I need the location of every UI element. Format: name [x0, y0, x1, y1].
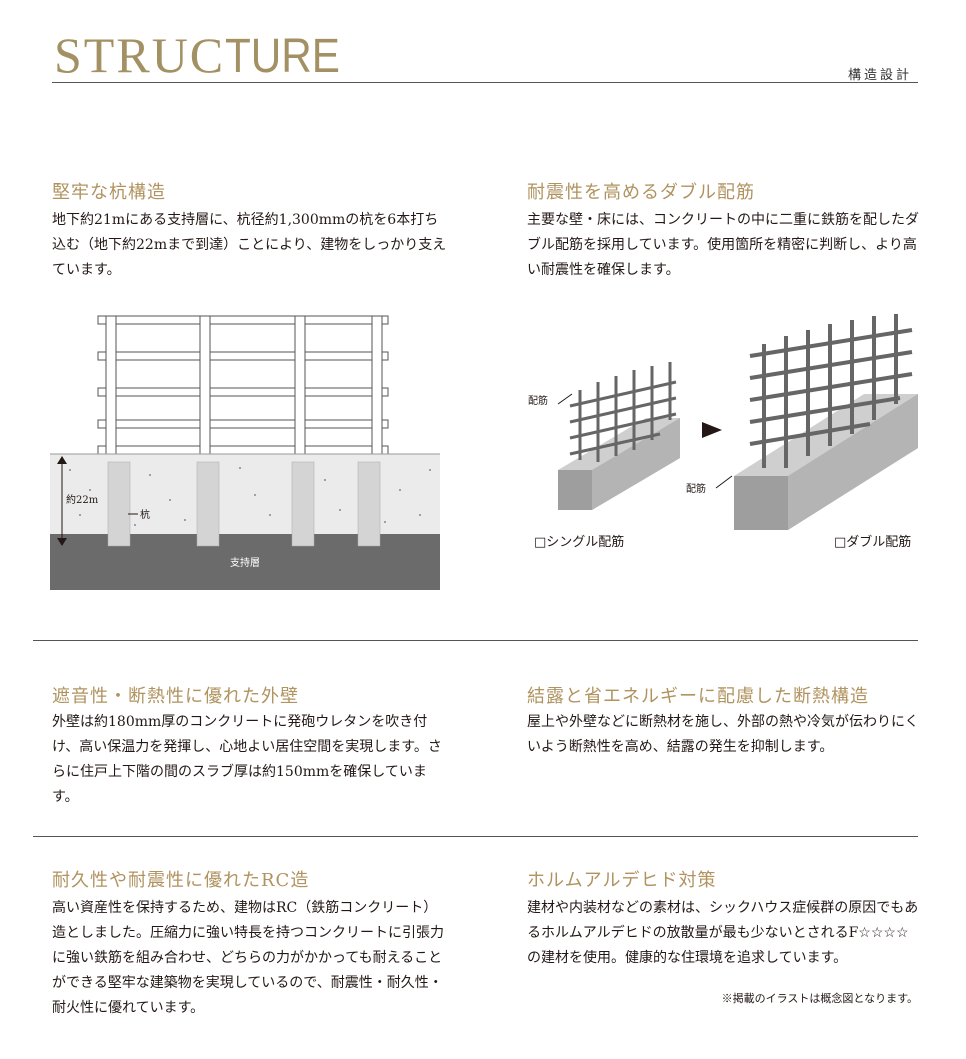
depth-label: 約22m	[66, 493, 99, 506]
section-heading-formaldehyde: ホルムアルデヒド対策	[527, 870, 717, 891]
section-heading-walls: 遮音性・断熱性に優れた外壁	[52, 686, 299, 707]
page-title-light: TURE	[225, 30, 341, 83]
header-rule	[52, 82, 918, 83]
pile-label: 杭	[140, 508, 150, 521]
bearing-layer-label: 支持層	[230, 556, 260, 569]
arrow-down-icon	[57, 538, 67, 546]
page-subtitle: 構造設計	[847, 68, 912, 83]
section-body-insulation: 屋上や外壁などに断熱材を施し、外部の熱や冷気が伝わりにくいよう断熱性を高め、結露…	[527, 714, 919, 755]
section-body-rebar: 主要な壁・床には、コンクリートの中に二重に鉄筋を配したダブル配筋を採用しています…	[527, 212, 919, 278]
section-heading-rc: 耐久性や耐震性に優れたRC造	[52, 870, 310, 891]
arrow-right-icon	[702, 422, 722, 438]
piles	[107, 461, 381, 547]
rebar-diagram: 配筋 配筋 □シングル配筋 □ダブル配筋	[528, 314, 918, 550]
footnote: ※掲載のイラストは概念図となります。	[721, 992, 918, 1005]
section-body-pile: 地下約21mにある支持層に、杭径約1,300mmの杭を6本打ち込む（地下約22m…	[52, 212, 447, 278]
building-frame	[97, 315, 389, 455]
section-heading-pile: 堅牢な杭構造	[52, 182, 166, 203]
pile-diagram: 支持層 約22m 杭	[50, 315, 440, 590]
single-rebar-wall	[558, 362, 680, 510]
rebar-label-double: 配筋	[686, 482, 706, 495]
section-body-walls: 外壁は約180mm厚のコンクリートに発砲ウレタンを吹き付け、高い保温力を発揮し、…	[52, 714, 442, 805]
section-heading-rebar: 耐震性を高めるダブル配筋	[527, 182, 755, 203]
section-body-rc: 高い資産性を保持するため、建物はRC（鉄筋コンクリート）造としました。圧縮力に強…	[52, 900, 444, 1016]
double-rebar-wall	[734, 314, 918, 530]
section-divider	[33, 836, 918, 837]
section-body-formaldehyde: 建材や内装材などの素材は、シックハウス症候群の原因でもあるホルムアルデヒドの放散…	[527, 900, 919, 966]
arrow-up-icon	[57, 456, 67, 464]
single-rebar-caption: □シングル配筋	[534, 534, 624, 550]
section-heading-insulation: 結露と省エネルギーに配慮した断熱構造	[527, 686, 869, 707]
page-title: STRUCTURE	[54, 27, 356, 83]
page-title-accent: STRUC	[54, 27, 226, 83]
double-rebar-caption: □ダブル配筋	[834, 534, 911, 550]
rebar-label-single: 配筋	[528, 394, 548, 407]
section-divider	[33, 640, 918, 641]
